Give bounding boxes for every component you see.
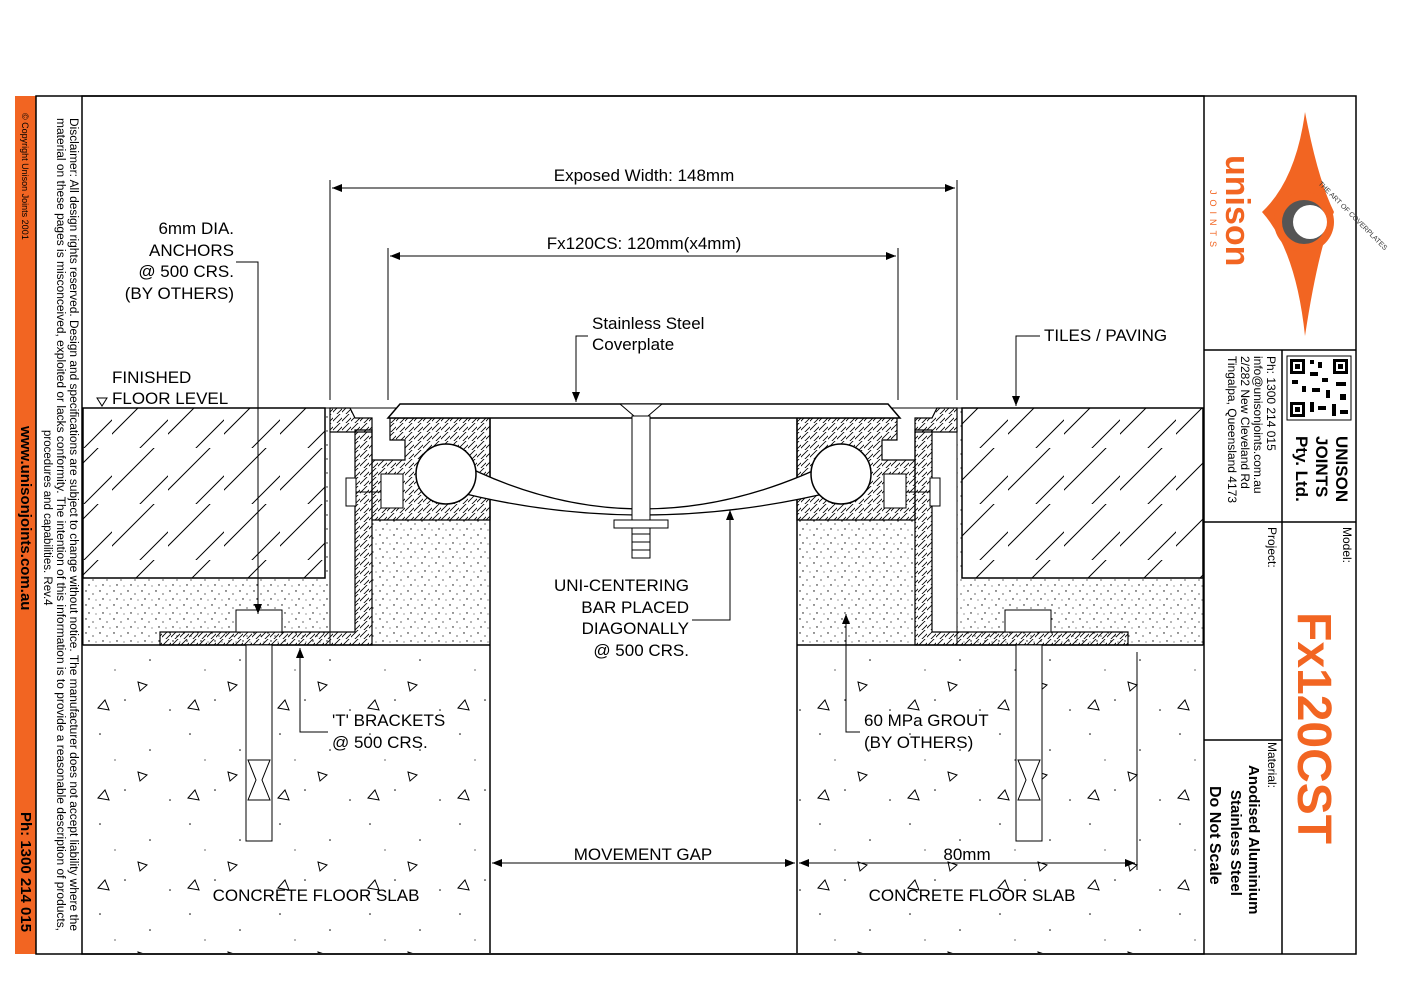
contact-email[interactable]: info@unisonjoints.com.au	[1251, 356, 1265, 494]
label-slab-right: CONCRETE FLOOR SLAB	[869, 886, 1076, 905]
label-bar-4: @ 500 CRS.	[593, 641, 689, 660]
hinge-ball-left	[415, 443, 477, 505]
label-80mm: 80mm	[943, 845, 990, 864]
contact-address-2: Tingalpa, Queensland 4173	[1225, 356, 1239, 503]
model-value: Fx120CST	[1287, 612, 1340, 844]
anchor-right	[1004, 609, 1052, 842]
label-anchors-2: ANCHORS	[149, 241, 234, 260]
label-joint-width: Fx120CS: 120mm(x4mm)	[547, 234, 742, 253]
do-not-scale-note: Do Not Scale	[1206, 786, 1223, 885]
leader-tiles	[1012, 335, 1040, 406]
concrete-slab-left	[83, 645, 490, 953]
disclaimer-line-2: material on these pages is misconceived,…	[54, 118, 66, 931]
bolt-right	[883, 473, 941, 509]
company-name-3: Pty. Ltd.	[1292, 436, 1311, 502]
disclaimer-line-1: Disclaimer: All design rights reserved. …	[67, 118, 79, 931]
label-bar-1: UNI-CENTERING	[554, 576, 689, 595]
disclaimer: Disclaimer: All design rights reserved. …	[41, 118, 79, 931]
joint-section-drawing: Exposed Width: 148mm Fx120CS: 120mm(x4mm…	[82, 166, 1204, 953]
disclaimer-line-3: procedures and capabilities. Rev.4	[41, 430, 53, 606]
leader-brackets	[296, 648, 328, 733]
website-text[interactable]: www.unisonjoints.com.au	[17, 425, 34, 610]
leader-bar	[692, 510, 734, 621]
bolt-left	[345, 473, 404, 509]
label-exposed-width: Exposed Width: 148mm	[554, 166, 734, 185]
tiles-right	[961, 407, 1204, 579]
grout-infill-right	[796, 519, 916, 646]
label-tiles: TILES / PAVING	[1044, 326, 1167, 345]
drawing-frame	[81, 95, 1205, 955]
concrete-slab-right	[797, 645, 1203, 953]
tiles-left	[82, 407, 326, 579]
leader-coverplate	[572, 335, 588, 402]
label-coverplate-2: Coverplate	[592, 335, 674, 354]
label-ffl-2: FLOOR LEVEL	[112, 389, 228, 408]
contact-address-1: 2/282 New Cleveland Rd	[1238, 356, 1252, 489]
model-label: Model:	[1340, 527, 1354, 563]
hinge-ball-right	[810, 443, 872, 505]
label-ffl-1: FINISHED	[112, 368, 191, 387]
logo-subtitle: JOINTS	[1208, 190, 1218, 252]
label-anchors-3: @ 500 CRS.	[138, 262, 234, 281]
company-name-2: JOINTS	[1312, 436, 1331, 497]
title-block: unison JOINTS THE ART OF COVERPLATES UNI…	[1204, 112, 1388, 954]
label-anchors-1: 6mm DIA.	[158, 219, 234, 238]
label-slab-left: CONCRETE FLOOR SLAB	[213, 886, 420, 905]
material-line-2: Stainless Steel	[1227, 790, 1244, 896]
label-brackets-2: @ 500 CRS.	[332, 733, 428, 752]
label-grout-2: (BY OTHERS)	[864, 733, 973, 752]
qr-code	[1286, 355, 1352, 421]
project-label: Project:	[1265, 527, 1279, 568]
leader-grout	[842, 614, 860, 733]
dim-exposed-width	[329, 180, 958, 400]
label-brackets-1: 'T' BRACKETS	[332, 711, 445, 730]
grout-infill-left	[371, 519, 491, 646]
label-bar-3: DIAGONALLY	[582, 619, 689, 638]
label-bar-2: BAR PLACED	[581, 598, 689, 617]
label-movement-gap: MOVEMENT GAP	[574, 845, 713, 864]
label-anchors-4: (BY OTHERS)	[125, 284, 234, 303]
dim-80mm	[799, 652, 1138, 870]
left-brand-strip: © Copyright Unison Joints 2001 www.uniso…	[15, 96, 36, 954]
countersunk-screw	[613, 403, 669, 559]
label-coverplate-1: Stainless Steel	[592, 314, 704, 333]
label-grout-1: 60 MPa GROUT	[864, 711, 989, 730]
phone-text: Ph: 1300 214 015	[17, 812, 34, 932]
contact-phone: Ph: 1300 214 015	[1264, 356, 1278, 451]
dim-joint-width	[387, 248, 899, 400]
unison-logo: unison JOINTS THE ART OF COVERPLATES	[1208, 112, 1388, 336]
anchor-left	[235, 609, 283, 842]
material-label: Material:	[1265, 742, 1279, 788]
logo-wordmark: unison	[1218, 155, 1256, 266]
material-line-1: Anodised Aluminium	[1245, 765, 1262, 914]
leader-anchors	[236, 261, 262, 614]
copyright-text: © Copyright Unison Joints 2001	[20, 113, 30, 240]
company-name-1: UNISON	[1332, 436, 1351, 502]
